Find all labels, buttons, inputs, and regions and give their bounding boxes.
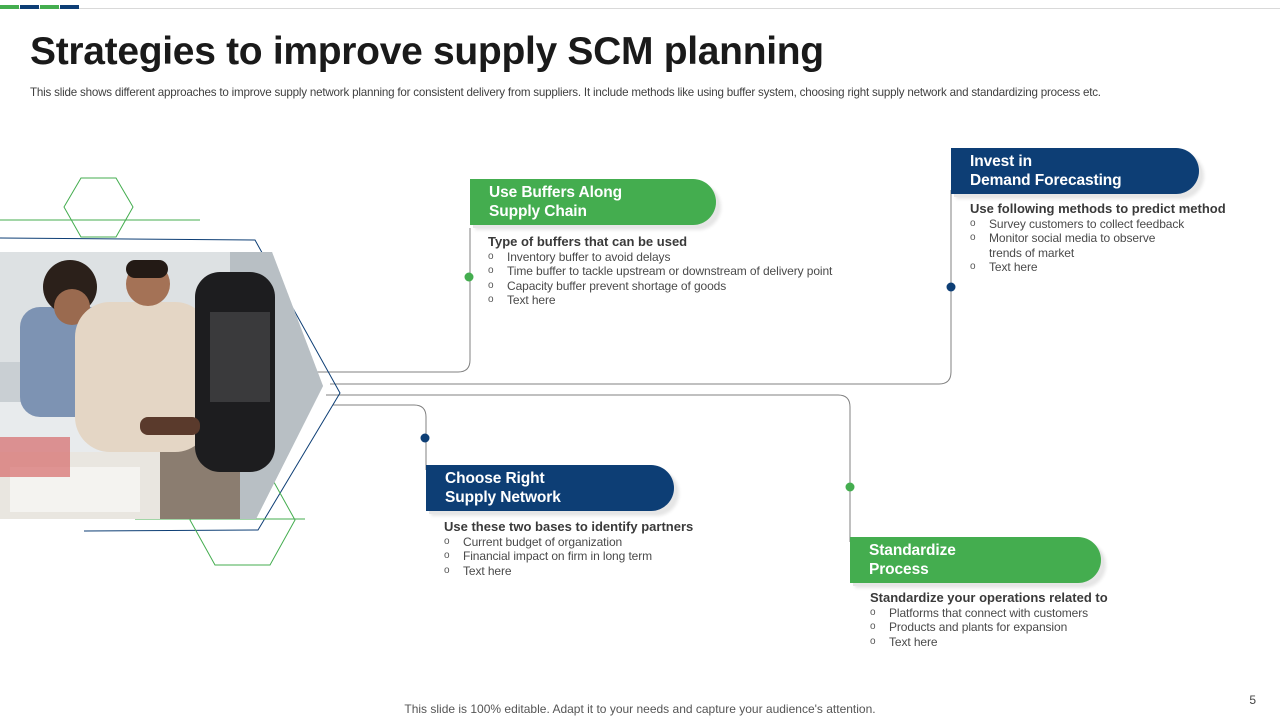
slide-footer: This slide is 100% editable. Adapt it to… <box>404 702 876 716</box>
strategy-title-line: Invest in <box>970 153 1032 170</box>
bullet-marker: o <box>488 279 494 291</box>
bullet-marker: o <box>870 621 876 633</box>
strategy-title-line: Choose Right <box>445 470 545 487</box>
strategy-heading: Standardize your operations related to <box>870 590 1108 605</box>
strategy-heading: Use these two bases to identify partners <box>444 519 694 534</box>
bullet-marker: o <box>970 261 976 273</box>
list-item: trends of market <box>989 245 1075 260</box>
connector-buffers <box>315 228 471 373</box>
strategy-title-line: Use Buffers Along <box>489 184 622 201</box>
slide-subtitle: This slide shows different approaches to… <box>30 86 1101 99</box>
bullet-marker: o <box>488 265 494 277</box>
bullet-marker: o <box>444 550 450 562</box>
strategy-title-buffers: Use Buffers Along Supply Chain <box>470 179 716 225</box>
connector-network <box>333 404 427 470</box>
hexagon-outline-top <box>63 177 134 238</box>
strategy-heading: Type of buffers that can be used <box>488 234 688 249</box>
team-photo <box>0 252 323 519</box>
strategy-details-network: Use these two bases to identify partners… <box>444 519 693 578</box>
hexagon-frame <box>0 237 341 532</box>
bullet-marker: o <box>970 218 976 229</box>
strategy-title-line: Supply Chain <box>489 203 587 220</box>
connector-dot-network <box>420 433 430 443</box>
strategy-title-forecasting: Invest in Demand Forecasting <box>951 148 1199 194</box>
page-number: 5 <box>1249 693 1256 707</box>
bullet-marker: o <box>870 635 876 647</box>
connector-dot-standardize <box>845 482 855 492</box>
connector-forecasting <box>330 190 952 385</box>
top-rule <box>0 8 1280 9</box>
strategy-title-network: Choose Right Supply Network <box>426 465 674 511</box>
strategy-title-standardize: Standardize Process <box>850 537 1101 583</box>
strategy-title-line: Process <box>869 561 929 578</box>
bullet-marker: o <box>870 607 876 618</box>
bullet-marker: o <box>444 564 450 576</box>
strategy-title-line: Demand Forecasting <box>970 172 1122 189</box>
connector-standardize <box>326 394 851 542</box>
bullet-marker: o <box>488 251 494 262</box>
strategy-heading: Use following methods to predict method <box>970 201 1226 216</box>
strategy-details-forecasting: Use following methods to predict method … <box>970 201 1226 275</box>
bullet-marker: o <box>488 294 494 306</box>
slide-title: Strategies to improve supply SCM plannin… <box>30 30 824 73</box>
strategy-details-standardize: Standardize your operations related to o… <box>870 590 1108 649</box>
connector-dot-forecasting <box>946 282 956 292</box>
accent-bar-green <box>40 5 59 9</box>
strategy-title-line: Standardize <box>869 542 956 559</box>
strategy-title-line: Supply Network <box>445 489 561 506</box>
accent-bar-green <box>0 5 19 9</box>
bullet-marker: o <box>970 232 976 244</box>
bullet-marker: o <box>444 536 450 547</box>
accent-bar-blue <box>60 5 79 9</box>
accent-bar-blue <box>20 5 39 9</box>
connector-dot-buffers <box>464 272 474 282</box>
